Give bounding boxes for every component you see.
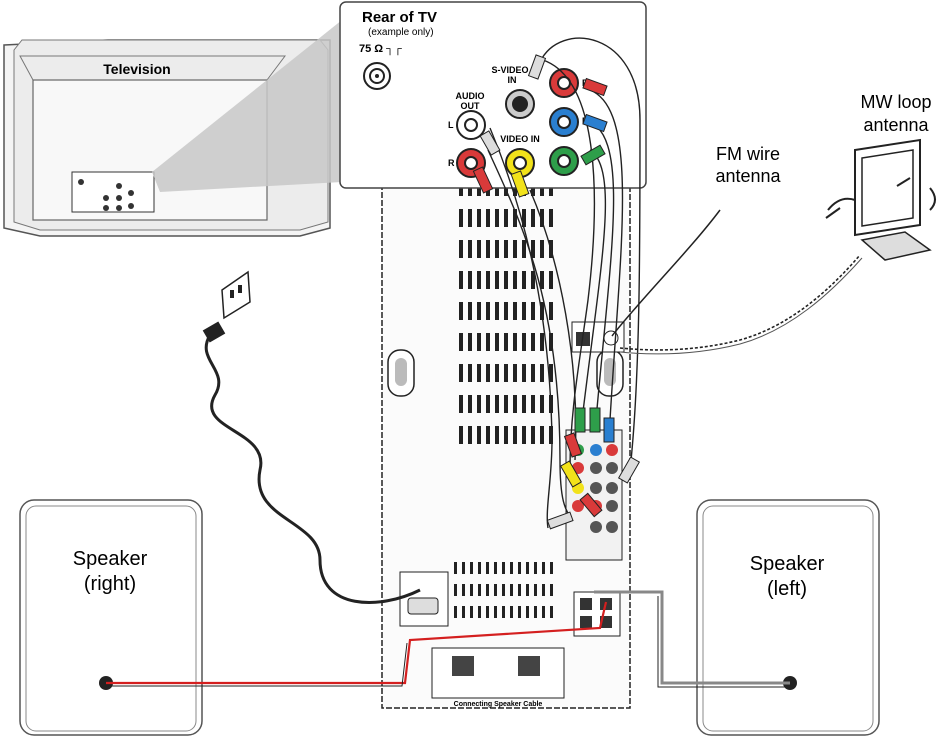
mw-loop-antenna bbox=[825, 138, 936, 261]
unit-side-plugs bbox=[546, 407, 641, 530]
audio-out-label-2: OUT bbox=[461, 101, 481, 111]
mw-antenna-cable bbox=[619, 254, 861, 351]
power-plug bbox=[202, 270, 251, 343]
fm-wire-antenna bbox=[611, 209, 721, 337]
y-socket bbox=[549, 146, 579, 176]
rear-of-tv-panel: Rear of TV (example only) 75 Ω ┐┌ S-VIDE… bbox=[339, 1, 647, 189]
tv-title: Television bbox=[103, 61, 170, 77]
pb-socket bbox=[549, 107, 579, 137]
audio-r-label: R bbox=[448, 158, 455, 168]
speaker-right-label-2: (right) bbox=[84, 573, 136, 595]
antenna-75-ohm-label: 75 Ω ┐┌ bbox=[359, 43, 402, 56]
rear-of-tv-title: Rear of TV bbox=[362, 9, 437, 26]
power-cord bbox=[204, 334, 421, 604]
mw-antenna-label-2: antenna bbox=[863, 115, 929, 135]
svideo-label-2: IN bbox=[508, 75, 517, 85]
audio-out-label-1: AUDIO bbox=[456, 91, 485, 101]
audio-l-socket bbox=[456, 110, 486, 140]
tv-side-plugs bbox=[472, 54, 608, 198]
svideo-socket bbox=[505, 89, 535, 119]
speaker-cable-caption: Connecting Speaker Cable bbox=[454, 701, 543, 708]
rear-of-tv-note: (example only) bbox=[368, 27, 434, 38]
speaker-right-label-1: Speaker bbox=[73, 548, 148, 570]
speaker-left-label-2: (left) bbox=[767, 578, 807, 600]
mw-antenna-label-1: MW loop bbox=[860, 92, 931, 112]
av-cables bbox=[487, 37, 641, 529]
speaker-left bbox=[696, 499, 880, 736]
svideo-label-1: S-VIDEO bbox=[491, 65, 528, 75]
audio-l-label: L bbox=[448, 120, 454, 130]
tv-antenna-socket bbox=[363, 62, 391, 90]
main-unit-rear: Connecting Speaker Cable bbox=[381, 169, 631, 709]
audio-r-socket bbox=[456, 148, 486, 178]
fm-antenna-label-2: antenna bbox=[715, 166, 781, 186]
video-in-label: VIDEO IN bbox=[500, 134, 540, 144]
speaker-cable-right bbox=[106, 601, 608, 685]
speaker-right bbox=[19, 499, 203, 736]
speaker-cable-left bbox=[594, 590, 790, 685]
tv-rear-panel-small bbox=[71, 171, 155, 213]
fm-antenna-label-1: FM wire bbox=[716, 144, 780, 164]
pr-socket bbox=[549, 68, 579, 98]
speaker-left-label-1: Speaker bbox=[750, 553, 825, 575]
magnifier-beam bbox=[152, 20, 342, 192]
